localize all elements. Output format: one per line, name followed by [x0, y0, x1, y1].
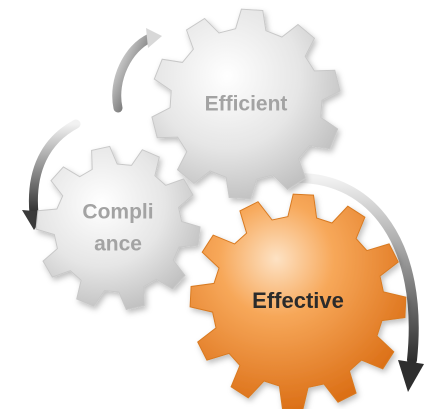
- gear-label-compliance-line1: Compli: [82, 201, 153, 224]
- gear-compliance: [35, 145, 201, 311]
- gear-efficient: [151, 8, 341, 200]
- gear-label-efficient: Efficient: [205, 93, 288, 116]
- gear-effective: [189, 193, 407, 409]
- gear-label-effective: Effective: [252, 288, 344, 313]
- gear-label-compliance-line2: ance: [94, 233, 142, 256]
- right-arrow: [293, 173, 424, 392]
- top-arrow: [112, 28, 162, 113]
